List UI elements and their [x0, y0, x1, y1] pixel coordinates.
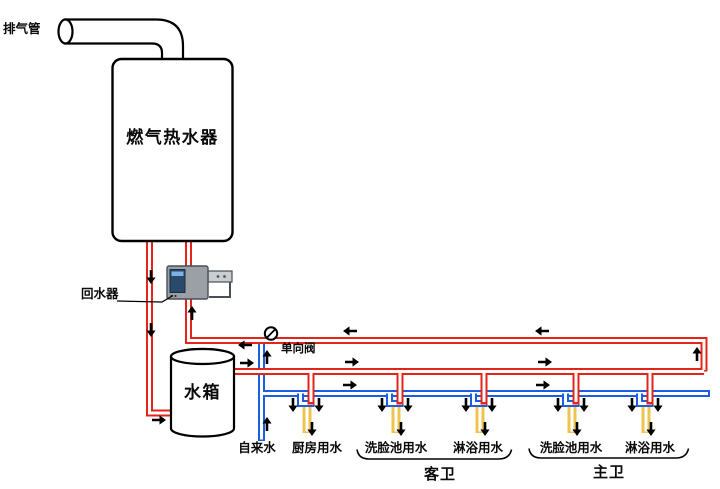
flow-arrow-icon — [377, 398, 387, 412]
water-return-device — [116, 265, 233, 303]
guest-bathroom-label: 客卫 — [423, 465, 456, 483]
flow-arrow-icon — [152, 415, 166, 425]
exhaust-pipe — [57, 18, 185, 62]
heater-label: 燃气热水器 — [126, 128, 219, 148]
guest-bathroom-brace — [356, 449, 513, 460]
gas-water-heater — [111, 57, 234, 243]
tank-label: 水箱 — [184, 383, 221, 403]
flow-arrow-icon — [240, 358, 254, 368]
power-cord — [209, 281, 231, 298]
guest-basin-water-label: 洗脸池用水 — [364, 440, 428, 455]
kitchen-water-label: 厨房用水 — [291, 440, 342, 455]
master-basin-water-label: 洗脸池用水 — [539, 440, 603, 455]
master-bathroom-brace — [528, 448, 690, 459]
return-device-label: 回水器 — [81, 286, 119, 301]
flow-arrow-icon — [314, 398, 324, 412]
flow-arrow-icon — [403, 398, 413, 412]
master-shower-water-label: 淋浴用水 — [624, 440, 675, 455]
power-plug-icon — [207, 270, 233, 283]
flow-arrow-icon — [461, 398, 471, 412]
flow-arrow-icon — [288, 398, 298, 412]
flow-arrow-icon — [692, 347, 702, 361]
flow-arrow-icon — [345, 357, 359, 367]
flow-arrow-icon — [579, 398, 589, 412]
check-valve-icon — [263, 326, 279, 341]
flow-arrow-icon — [627, 398, 637, 412]
check-valve-label: 单向阀 — [281, 341, 316, 355]
flow-arrow-icon — [487, 398, 497, 412]
bathroom-braces — [356, 448, 690, 460]
water-tank — [169, 347, 236, 438]
flow-arrow-icon — [343, 326, 357, 336]
flow-arrow-icon — [538, 357, 552, 367]
flow-arrow-icon — [343, 380, 357, 390]
flow-arrow-icon — [653, 398, 663, 412]
tap-water-label: 自来水 — [238, 440, 276, 455]
flow-arrow-icon — [536, 380, 550, 390]
flow-arrow-icon — [535, 326, 549, 336]
guest-shower-water-label: 淋浴用水 — [452, 440, 503, 455]
master-bathroom-label: 主卫 — [592, 463, 625, 481]
label-pointer-line — [116, 294, 174, 303]
exhaust-pipe-label: 排气管 — [3, 21, 41, 36]
mixed-water-pipes — [302, 404, 651, 433]
flow-arrow-icon — [553, 398, 563, 412]
